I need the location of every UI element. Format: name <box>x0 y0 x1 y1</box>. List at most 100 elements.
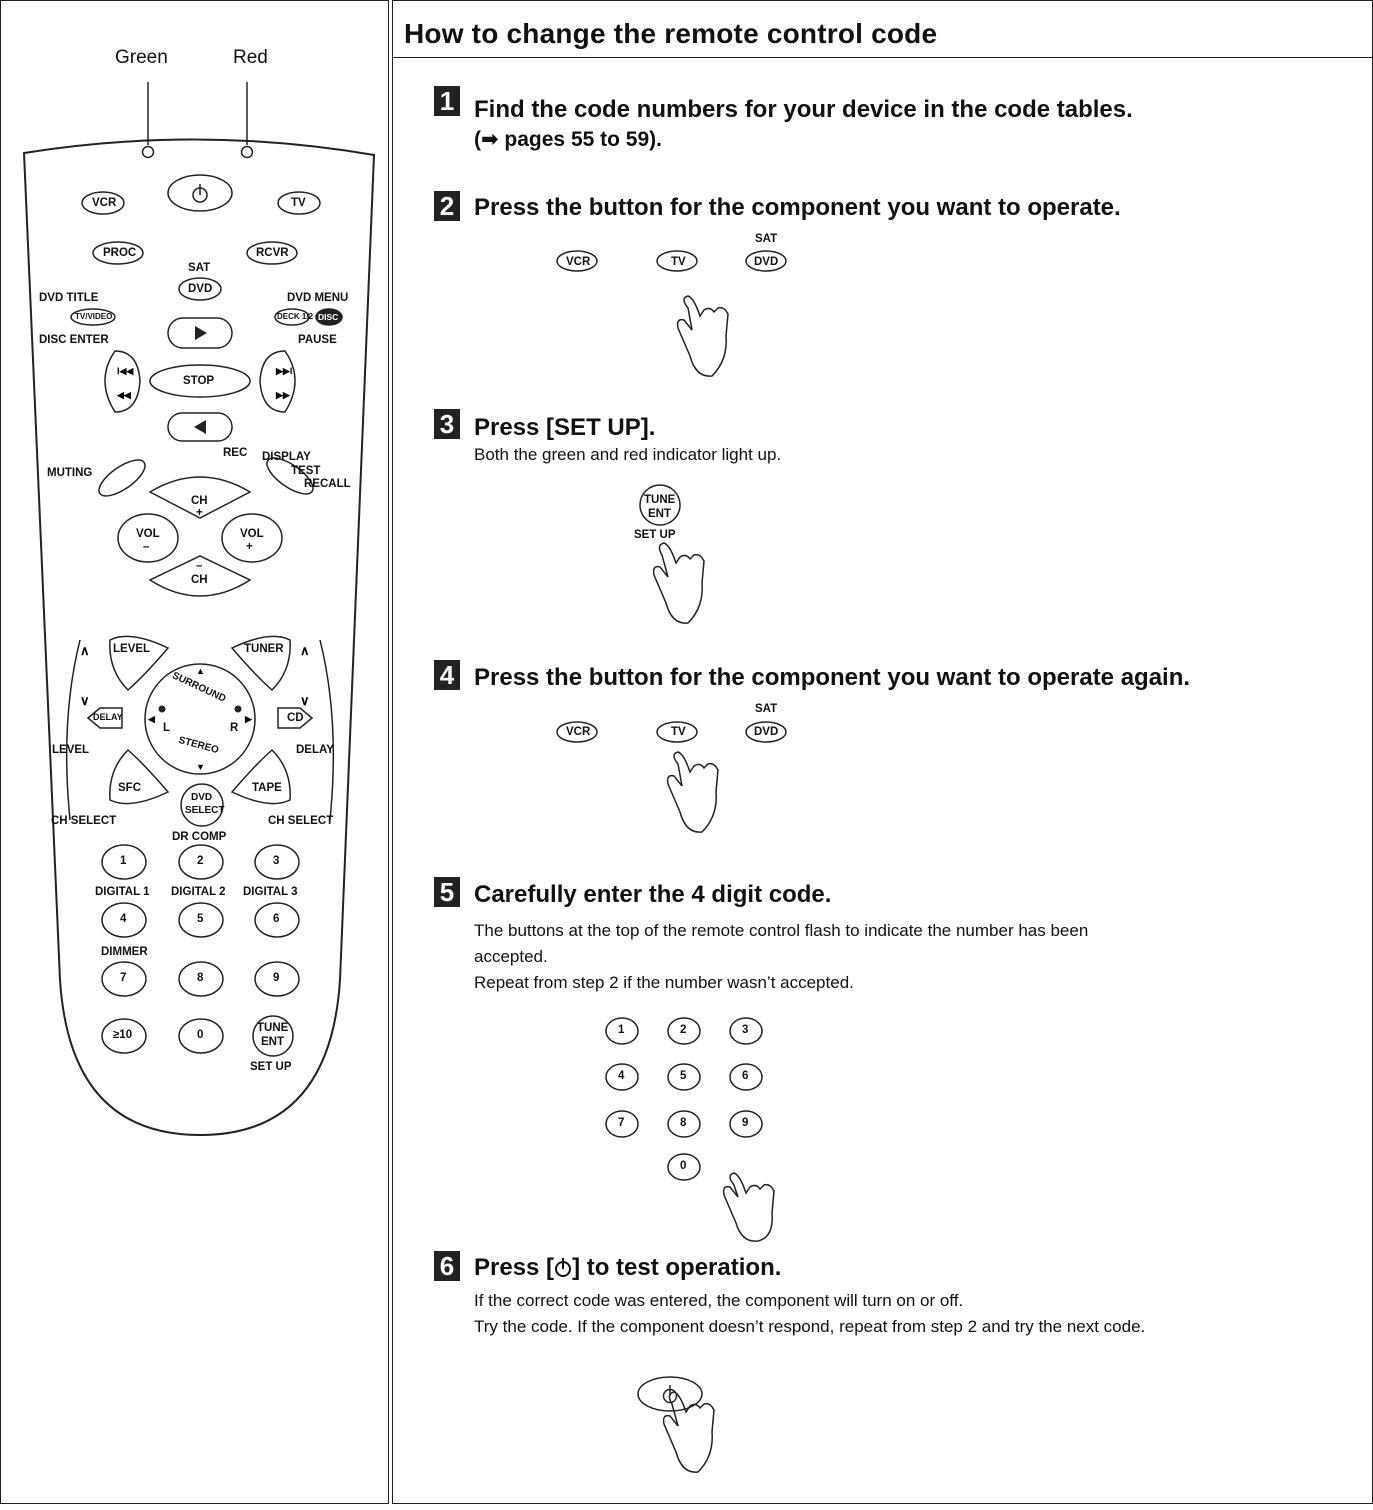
tape-button <box>230 748 291 805</box>
dvd-select-label-2: SELECT <box>185 805 225 816</box>
num-9-button <box>254 961 300 997</box>
ch-down-label: CH <box>191 574 208 586</box>
svg-text:▶▶I: ▶▶I <box>275 366 292 376</box>
sfc-label: SFC <box>118 782 141 794</box>
step-5-key-8: 8 <box>680 1117 687 1129</box>
num-0-button <box>667 1153 701 1181</box>
step-3-tune-label: TUNE <box>644 494 676 506</box>
step-3-setup-label: SET UP <box>634 529 676 541</box>
disc-label: DISC <box>318 312 339 322</box>
recall-label: RECALL <box>304 478 351 490</box>
step-4-tv-label: TV <box>671 726 686 738</box>
vcr-button <box>81 191 125 215</box>
play-button <box>167 317 233 349</box>
step-5-key-5: 5 <box>680 1070 687 1082</box>
step-1-subtitle: (➡ pages 55 to 59). <box>474 128 662 151</box>
step-5-key-7: 7 <box>618 1117 625 1129</box>
power-button <box>167 174 233 212</box>
ch-up-label: CH <box>191 495 208 507</box>
tv-button <box>656 721 698 743</box>
num-6-button <box>729 1063 763 1091</box>
rcvr-button <box>246 241 298 265</box>
svg-text:▲: ▲ <box>196 666 205 676</box>
tv-label: TV <box>291 197 306 209</box>
step-5-title: Carefully enter the 4 digit code. <box>474 881 832 908</box>
step-5-body-line-3: Repeat from step 2 if the number wasn’t … <box>474 973 854 992</box>
num-3-button <box>729 1017 763 1045</box>
green-indicator-led <box>141 145 155 159</box>
delay-side-label: DELAY <box>296 744 334 756</box>
num-5-button <box>667 1063 701 1091</box>
sat-label: SAT <box>188 262 211 274</box>
ch-up-button <box>148 476 252 519</box>
step-6-illustration <box>637 1376 715 1473</box>
hand-pointer-icon <box>676 295 729 377</box>
step-5-key-2: 2 <box>680 1024 687 1036</box>
num-4-button <box>605 1063 639 1091</box>
dvd-button <box>178 277 222 301</box>
proc-button <box>92 241 144 265</box>
rec-label: REC <box>223 447 248 459</box>
hand-pointer-icon <box>652 542 705 624</box>
tune-ent-setup-button <box>252 1015 294 1057</box>
svg-text:∧: ∧ <box>80 643 90 658</box>
rcvr-label: RCVR <box>256 247 289 259</box>
reverse-button <box>167 412 233 442</box>
step-5-body-line-2: accepted. <box>474 947 548 966</box>
stop-label: STOP <box>183 375 215 387</box>
step-5-key-4: 4 <box>618 1070 625 1082</box>
svg-text:∨: ∨ <box>80 693 90 708</box>
step-2-vcr-label: VCR <box>566 256 591 268</box>
svg-text:∨: ∨ <box>300 693 310 708</box>
step-2-illustration <box>556 250 787 377</box>
num-1-button <box>605 1017 639 1045</box>
num-1-button <box>101 844 147 880</box>
surround-stereo-dial <box>144 663 256 775</box>
step-5-key-3: 3 <box>742 1024 749 1036</box>
ch-up-plus: + <box>196 507 203 519</box>
vol-right-label: VOL <box>240 528 264 540</box>
step-4-illustration <box>556 721 787 833</box>
num-9-button <box>729 1110 763 1138</box>
dvd-button <box>745 721 787 743</box>
num-3-button <box>254 844 300 880</box>
step-6-title-a: Press [ <box>474 1254 555 1281</box>
step-6-marker: 6 <box>434 1251 460 1281</box>
hand-pointer-icon <box>666 751 719 833</box>
muting-button <box>98 459 146 497</box>
deck-button <box>274 308 310 326</box>
tune-ent-setup-button <box>639 484 681 526</box>
svg-text:▼: ▼ <box>196 762 205 772</box>
step-6-title: Press [] to test operation. <box>474 1254 781 1282</box>
step-2-title: Press the button for the component you w… <box>474 194 1121 221</box>
step-4-marker: 4 <box>434 660 460 690</box>
tune-label: TUNE <box>257 1022 289 1034</box>
step-5-key-0: 0 <box>680 1160 687 1172</box>
step-6-body-line-2: Try the code. If the component doesn’t r… <box>474 1317 1146 1336</box>
dvd-select-label-1: DVD <box>191 792 213 803</box>
svg-text:▶: ▶ <box>244 714 253 724</box>
l-label: L <box>163 722 171 734</box>
svg-text:I◀◀: I◀◀ <box>117 366 134 376</box>
tv-button <box>656 250 698 272</box>
svg-text:◀◀: ◀◀ <box>116 390 132 400</box>
disc-enter-label: DISC ENTER <box>39 334 109 346</box>
dvd-label: DVD <box>188 283 213 295</box>
ge10-button <box>101 1018 147 1054</box>
dr-comp-label: DR COMP <box>172 831 227 843</box>
level-label: LEVEL <box>113 643 151 655</box>
step-5-keypad-illustration <box>605 1017 775 1242</box>
step-4-vcr-label: VCR <box>566 726 591 738</box>
hand-pointer-icon <box>722 1172 775 1242</box>
num-2-button <box>667 1017 701 1045</box>
deck-label: DECK 1/2 <box>277 312 314 321</box>
num-2-button <box>178 844 224 880</box>
step-5-key-9: 9 <box>742 1117 749 1129</box>
level-button <box>109 635 170 692</box>
tvvideo-button <box>70 308 116 326</box>
num-5-button <box>178 902 224 938</box>
power-icon <box>555 1258 572 1277</box>
step-5-key-1: 1 <box>618 1024 625 1036</box>
step-2-tv-label: TV <box>671 256 686 268</box>
step-3-ent-label: ENT <box>648 508 671 520</box>
